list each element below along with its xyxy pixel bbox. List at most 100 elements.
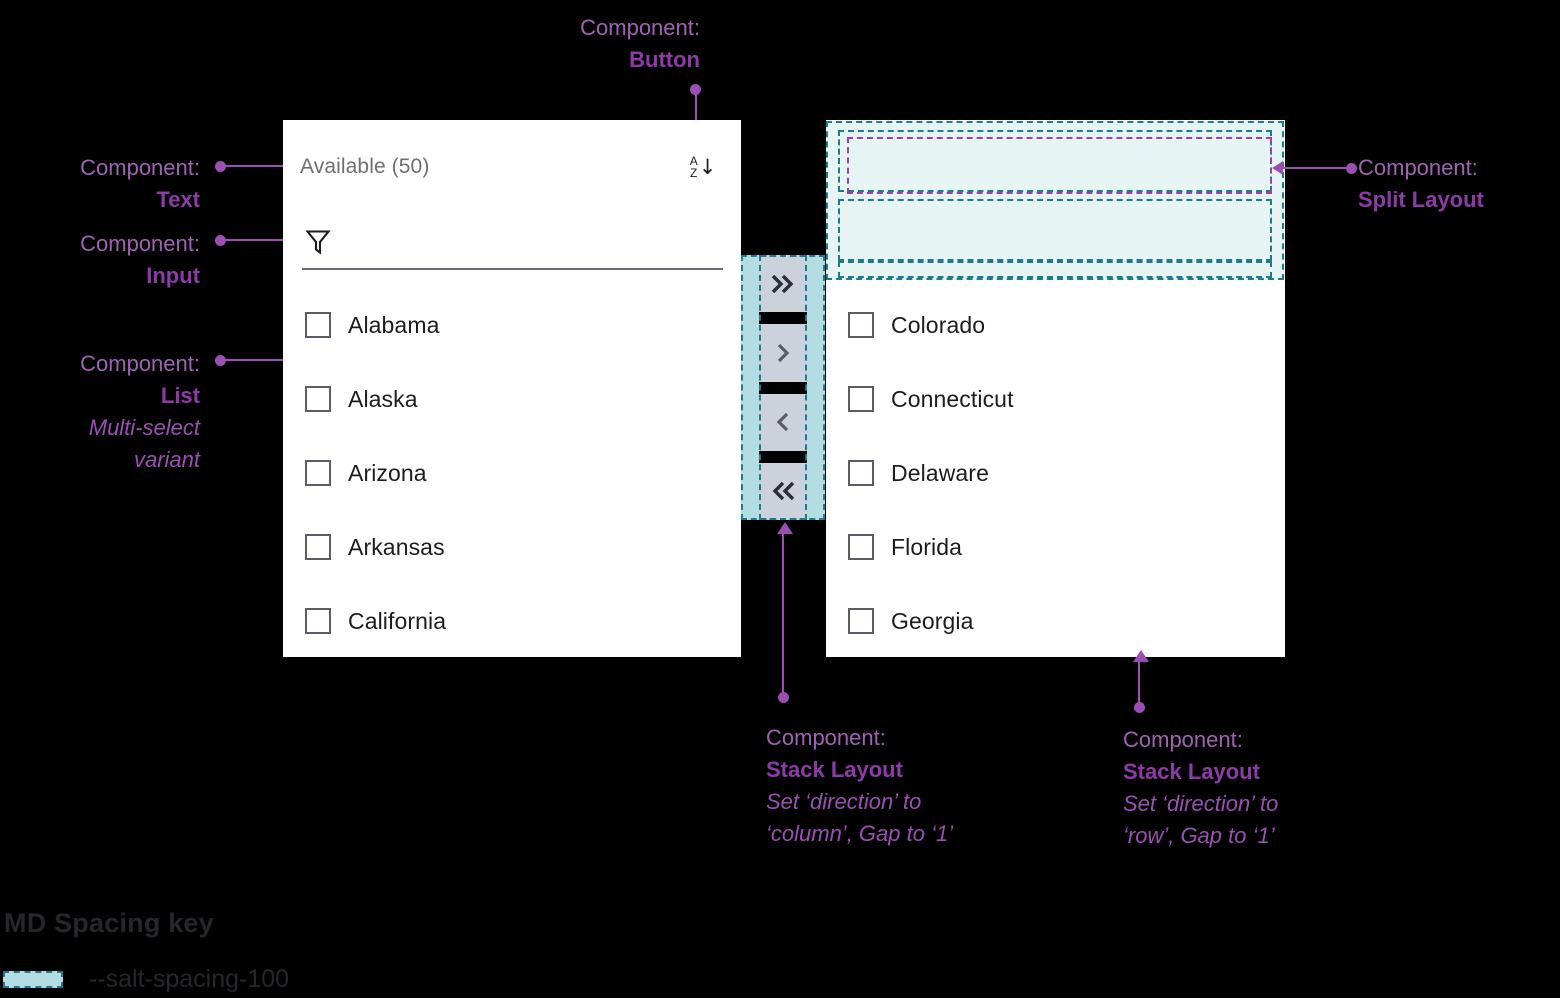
available-header-actions: A Z ↓ [683, 147, 723, 187]
list-item-label: Florida [891, 533, 963, 560]
annotation-text: Component: Text [0, 152, 200, 216]
stack-gap [759, 312, 807, 325]
transfer-button-stack[interactable] [759, 255, 807, 520]
visible-filter-input[interactable] [884, 229, 1267, 255]
checkbox-icon[interactable] [848, 386, 874, 412]
leader-split-layout [1272, 161, 1362, 176]
chevron-left-icon [776, 412, 789, 432]
annotation-button-name: Button [629, 47, 700, 72]
sort-down-arrow-icon: ↓ [698, 154, 717, 179]
visible-list[interactable]: Colorado Connecticut Delaware Florida Ge… [826, 288, 1285, 658]
move-all-right-button[interactable] [759, 255, 807, 313]
checkbox-icon[interactable] [305, 386, 331, 412]
annotation-list-name: List [160, 383, 200, 408]
visible-panel-title: Visible (5) [843, 155, 938, 178]
list-item[interactable]: Alabama [305, 288, 723, 362]
list-item-label: Georgia [891, 607, 974, 634]
chevron-double-right-icon [771, 274, 794, 293]
list-item[interactable]: Alaska [305, 362, 723, 436]
annotation-split-layout: Component: Split Layout [1358, 152, 1560, 216]
visible-filter-underline [845, 268, 1267, 270]
annotation-stack-row: Component: Stack Layout Set ‘direction’ … [1123, 724, 1423, 852]
available-filter-row[interactable] [283, 212, 741, 272]
list-item[interactable]: Connecticut [848, 362, 1267, 436]
annotation-text-name: Text [156, 187, 200, 212]
annotation-stack-row-name: Stack Layout [1123, 759, 1260, 784]
annotation-input-lead: Component: [80, 231, 200, 256]
sort-letter-z: Z [690, 166, 698, 180]
available-filter-input[interactable] [341, 229, 723, 255]
available-list[interactable]: Alabama Alaska Arizona Arkansas Californ… [283, 288, 741, 658]
filter-icon [305, 228, 331, 256]
available-panel-header: Available (50) A Z ↓ [283, 136, 741, 198]
move-right-button[interactable] [759, 324, 807, 382]
spacing-key-swatch [3, 971, 63, 988]
move-down-button[interactable] [1227, 147, 1271, 187]
list-item[interactable]: Arkansas [305, 510, 723, 584]
list-item[interactable]: Florida [848, 510, 1267, 584]
list-item-label: Delaware [891, 459, 989, 486]
annotation-stack-row-note-2: ‘row’, Gap to ‘1’ [1123, 823, 1275, 848]
checkbox-icon[interactable] [305, 534, 331, 560]
filter-icon [848, 228, 874, 256]
chevron-right-icon [777, 343, 790, 363]
stack-gap [759, 450, 807, 463]
annotation-stack-column-lead: Component: [766, 725, 886, 750]
list-item[interactable]: Georgia [848, 584, 1267, 658]
annotation-stack-row-lead: Component: [1123, 727, 1243, 752]
checkbox-icon[interactable] [848, 534, 874, 560]
chevron-double-left-icon [772, 482, 795, 501]
annotation-stack-column-note-2: ‘column’, Gap to ‘1’ [766, 821, 954, 846]
list-item[interactable]: California [305, 584, 723, 658]
sort-letter-a: A [689, 154, 698, 168]
annotation-button-lead: Component: [580, 15, 700, 40]
stack-gap [759, 381, 807, 394]
spacing-key-token: --salt-spacing-100 [89, 965, 290, 993]
list-item[interactable]: Arizona [305, 436, 723, 510]
annotation-text-lead: Component: [80, 155, 200, 180]
list-item[interactable]: Delaware [848, 436, 1267, 510]
annotation-split-layout-name: Split Layout [1358, 187, 1484, 212]
checkbox-icon[interactable] [848, 312, 874, 338]
available-panel: Available (50) A Z ↓ Alabama [283, 120, 741, 657]
list-item-label: Alaska [348, 385, 418, 412]
checkbox-icon[interactable] [848, 608, 874, 634]
annotation-input-name: Input [146, 263, 200, 288]
list-item[interactable]: Colorado [848, 288, 1267, 362]
sort-az-icon: A Z ↓ [690, 155, 717, 179]
annotation-stack-column-note-1: Set ‘direction’ to [766, 789, 922, 814]
annotation-list-note-2: variant [133, 447, 200, 472]
available-panel-title: Available (50) [300, 155, 430, 178]
list-item-label: Connecticut [891, 385, 1014, 412]
visible-panel: Visible (5) Colorado [826, 120, 1285, 657]
annotation-split-layout-lead: Component: [1358, 155, 1478, 180]
spacing-key-title: MD Spacing key [4, 908, 214, 938]
checkbox-icon[interactable] [305, 312, 331, 338]
checkbox-icon[interactable] [305, 608, 331, 634]
annotation-list-lead: Component: [80, 351, 200, 376]
visible-panel-header: Visible (5) [826, 136, 1285, 198]
list-item-label: Colorado [891, 311, 986, 338]
visible-header-actions [1183, 147, 1271, 187]
move-up-button[interactable] [1183, 147, 1227, 187]
list-item-label: California [348, 607, 447, 634]
checkbox-icon[interactable] [305, 460, 331, 486]
available-filter-underline [302, 268, 723, 270]
annotation-stack-column: Component: Stack Layout Set ‘direction’ … [766, 722, 1066, 850]
move-all-left-button[interactable] [759, 462, 807, 520]
annotation-list-note-1: Multi-select [88, 415, 200, 440]
visible-filter-row[interactable] [826, 212, 1285, 272]
annotation-button: Component: Button [440, 12, 700, 76]
annotation-stack-column-name: Stack Layout [766, 757, 903, 782]
move-left-button[interactable] [759, 393, 807, 451]
chevron-down-icon [1235, 160, 1263, 176]
list-item-label: Alabama [348, 311, 440, 338]
annotation-input: Component: Input [0, 228, 200, 292]
annotation-list: Component: List Multi-select variant [0, 348, 200, 476]
leader-stack-row [1133, 650, 1149, 718]
checkbox-icon[interactable] [848, 460, 874, 486]
list-item-label: Arizona [348, 459, 427, 486]
leader-stack-column [777, 522, 793, 708]
sort-az-button[interactable]: A Z ↓ [683, 147, 723, 187]
list-item-label: Arkansas [348, 533, 445, 560]
